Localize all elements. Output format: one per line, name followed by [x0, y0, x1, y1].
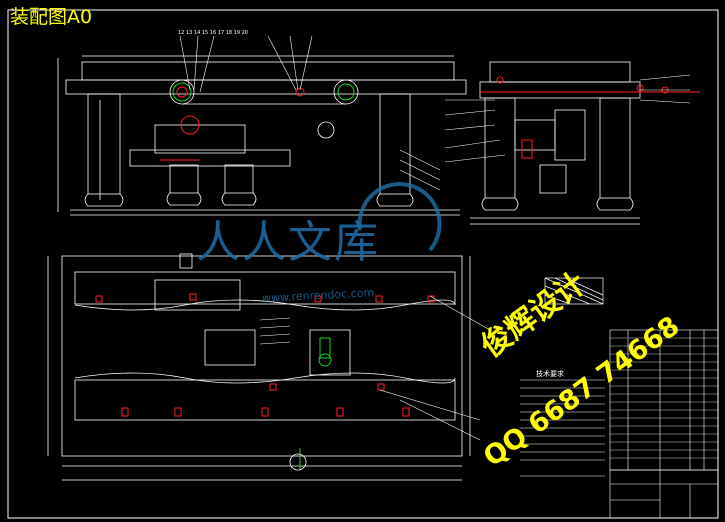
- watermark-logo-ring: [357, 182, 442, 252]
- technical-notes-lines: [520, 379, 605, 477]
- title-block: [609, 469, 719, 519]
- drawing-title: 装配图A0: [10, 6, 93, 28]
- detail-section-view: [544, 277, 604, 305]
- watermark-logo-text: 人人文库: [196, 217, 380, 268]
- side-view-leaders: [444, 74, 691, 163]
- drawing-border: [7, 9, 719, 519]
- plan-view-green-markers: [299, 337, 332, 470]
- plan-view: [47, 255, 471, 481]
- technical-notes-title: 技术要求: [536, 370, 564, 378]
- plan-view-red-markers: [95, 293, 435, 417]
- plan-view-motor: [179, 253, 193, 269]
- front-view-balloon-numbers: 12 13 14 15 16 17 18 19 20: [178, 30, 248, 36]
- side-view-red-details: [480, 76, 700, 159]
- plan-view-bolt-circle: [289, 453, 307, 471]
- front-view-gear-green: [172, 82, 355, 102]
- side-elevation-view: [470, 61, 641, 225]
- front-elevation-view: [57, 55, 467, 216]
- parts-list-rows: [610, 337, 718, 459]
- plan-view-leaders: [259, 295, 491, 441]
- front-view-leaders: [179, 35, 441, 191]
- front-view-gear-red: [160, 86, 305, 161]
